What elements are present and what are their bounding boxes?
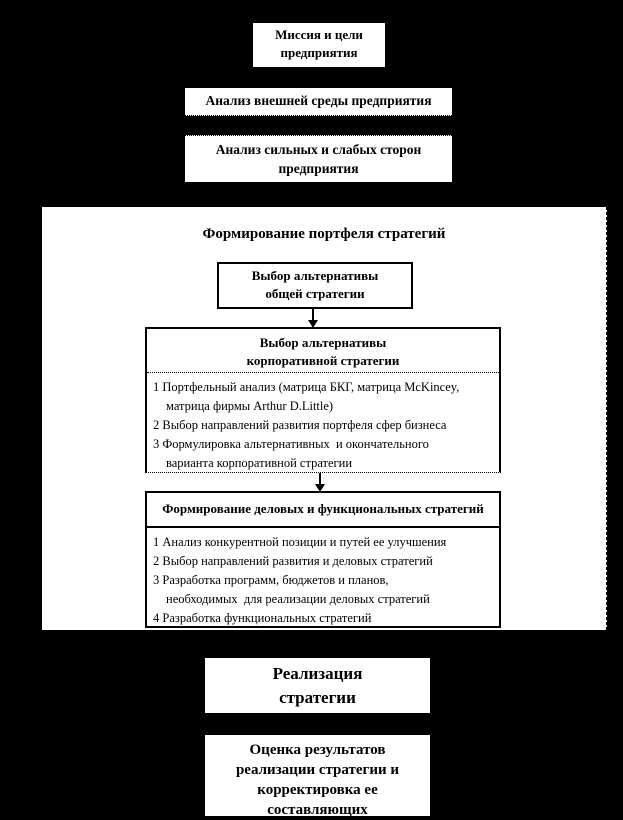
list-item: 3 Разработка программ, бюджетов и планов… (153, 573, 389, 587)
corporate-strategy-box: Выбор альтернативы корпоративной стратег… (145, 327, 501, 473)
down-arrow-icon (315, 473, 325, 492)
business-strategy-list: 1 Анализ конкурентной позиции и путей ее… (147, 528, 499, 628)
results-evaluation-box: Оценка результатов реализации стратегии … (205, 735, 430, 818)
mission-goals-box: Миссия и цели предприятия (253, 23, 385, 67)
corporate-strategy-header: Выбор альтернативы корпоративной стратег… (147, 329, 499, 373)
strategy-implementation-box: Реализация стратегии (205, 658, 430, 713)
general-strategy-choice-box: Выбор альтернативы общей стратегии (217, 262, 413, 309)
business-strategy-header: Формирование деловых и функциональных ст… (147, 493, 499, 528)
corporate-strategy-list: 1 Портфельный анализ (матрица БКГ, матри… (147, 373, 499, 473)
business-functional-strategy-box: Формирование деловых и функциональных ст… (145, 491, 501, 628)
list-item: 4 Разработка функциональных стратегий (153, 611, 372, 625)
list-item: варианта корпоративной стратегии (166, 456, 353, 470)
down-arrow-icon (308, 307, 318, 328)
strengths-weaknesses-analysis-box: Анализ сильных и слабых сторон предприят… (185, 135, 452, 182)
list-item: необходимых для реализации деловых страт… (166, 592, 430, 606)
portfolio-section-title: Формирование портфеля стратегий (202, 226, 446, 242)
list-item: 2 Выбор направлений развития и деловых с… (153, 554, 433, 568)
list-item: 3 Формулировка альтернативных и окончате… (153, 437, 429, 451)
external-environment-analysis-box: Анализ внешней среды предприятия (185, 88, 452, 116)
list-item: матрица фирмы Arthur D.Little) (166, 399, 334, 413)
list-item: 1 Портфельный анализ (матрица БКГ, матри… (153, 380, 460, 394)
list-item: 1 Анализ конкурентной позиции и путей ее… (153, 535, 447, 549)
list-item: 2 Выбор направлений развития портфеля сф… (153, 418, 447, 432)
portfolio-formation-section: Формирование портфеля стратегий Выбор ал… (42, 207, 607, 630)
